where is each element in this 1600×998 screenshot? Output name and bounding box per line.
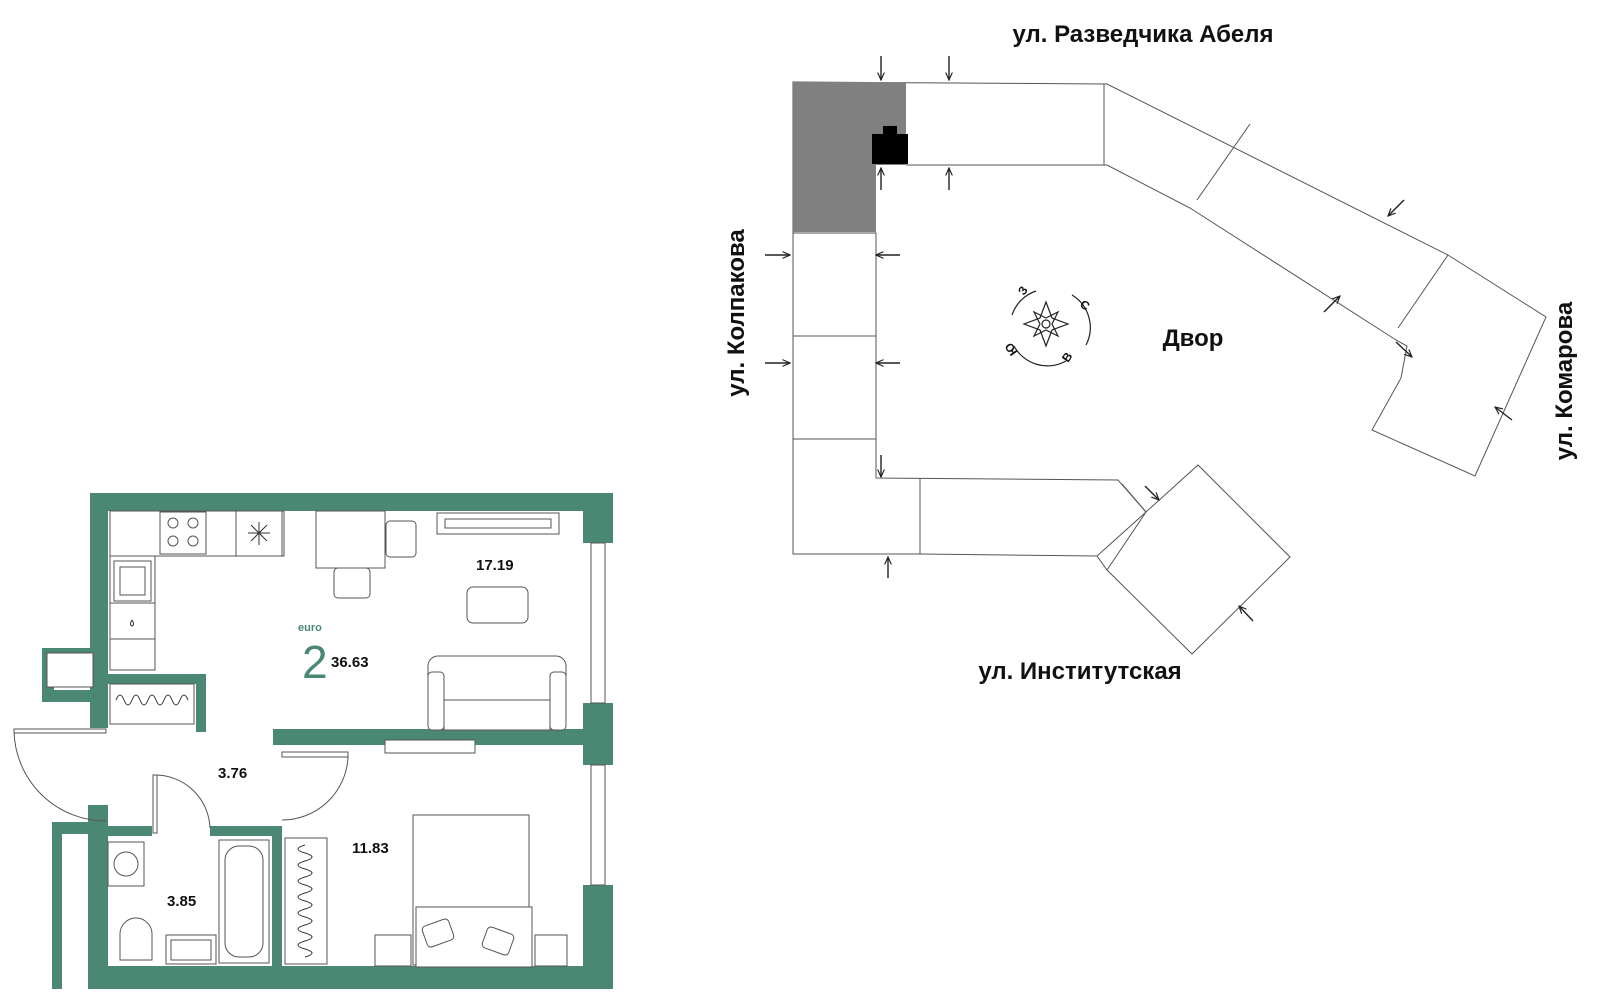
area-living-kitchen: 17.19 bbox=[476, 557, 514, 574]
compass bbox=[1011, 290, 1091, 367]
area-bedroom: 11.83 bbox=[352, 840, 389, 857]
nightstand-right bbox=[534, 934, 568, 967]
bedroom-door-swing[interactable] bbox=[281, 756, 349, 821]
total-area: 36.63 bbox=[331, 654, 369, 671]
dining-table bbox=[315, 510, 386, 569]
radiator-kitchen bbox=[109, 683, 195, 725]
bath-bedroom-furniture bbox=[107, 814, 568, 968]
compass-north: С bbox=[1077, 297, 1092, 314]
pillow-right bbox=[481, 926, 515, 956]
courtyard-label: Двор bbox=[1163, 325, 1224, 352]
street-west-label: ул. Колпакова bbox=[723, 229, 750, 397]
street-east-label: ул. Комарова bbox=[1551, 301, 1578, 460]
street-north-label: ул. Разведчика Абеля bbox=[1012, 21, 1273, 48]
windows bbox=[590, 542, 606, 886]
apartment-plan: euro 2 36.63 17.19 3.76 3.85 11.83 bbox=[13, 493, 613, 989]
compass-south: Ю bbox=[1002, 340, 1021, 358]
compass-star-icon bbox=[1022, 300, 1070, 348]
entrance-arrows bbox=[765, 56, 1513, 622]
bathroom-door-swing[interactable] bbox=[154, 774, 211, 833]
window-living bbox=[590, 542, 606, 704]
tv-bedroom bbox=[384, 739, 476, 754]
kitchen-furniture bbox=[46, 510, 567, 754]
apartment-type-label: euro bbox=[298, 622, 322, 634]
compass-west: З bbox=[1015, 284, 1031, 298]
toilet bbox=[119, 917, 153, 961]
snowflake-icon bbox=[248, 522, 270, 545]
rooms-count: 2 bbox=[302, 636, 328, 688]
selected-unit-marker[interactable] bbox=[872, 134, 908, 164]
street-south-label: ул. Институтская bbox=[978, 658, 1181, 685]
compass-east: В bbox=[1059, 349, 1076, 364]
area-bathroom: 3.85 bbox=[167, 893, 196, 910]
pillow-left bbox=[421, 918, 455, 948]
chair-right bbox=[385, 520, 417, 558]
stove bbox=[159, 511, 207, 555]
coffee-table bbox=[466, 586, 529, 624]
window-bedroom bbox=[590, 764, 606, 886]
selected-unit-marker-top bbox=[883, 126, 897, 136]
doors bbox=[13, 728, 349, 834]
chair-bottom bbox=[333, 567, 371, 599]
area-hall: 3.76 bbox=[218, 765, 247, 782]
nightstand-left bbox=[374, 934, 412, 967]
